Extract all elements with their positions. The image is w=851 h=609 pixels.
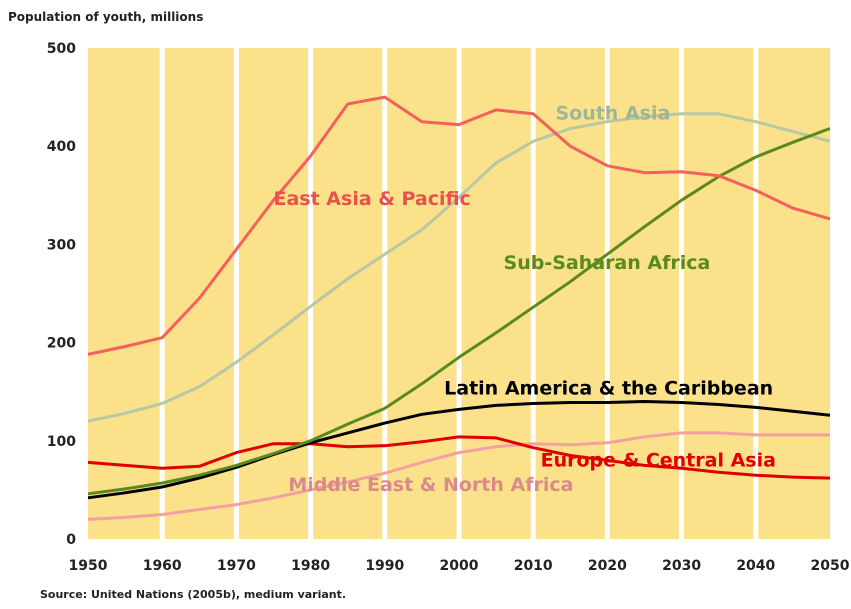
series-label: Latin America & the Caribbean [444, 378, 773, 400]
y-tick-label: 0 [66, 532, 76, 548]
y-axis-ticks: 0 100 200 300 400 500 [47, 41, 76, 548]
y-tick-label: 300 [47, 237, 76, 253]
series-line [87, 400, 831, 500]
series-label: East Asia & Pacific [274, 188, 471, 210]
series-label: Sub-Saharan Africa [504, 252, 711, 274]
series-labels: East Asia & Pacific South AsiaSub-Saharan… [274, 103, 776, 496]
series-line [87, 112, 831, 423]
grid-lines [159, 48, 759, 539]
x-tick-label: 2000 [440, 558, 479, 574]
x-tick-label: 2030 [662, 558, 701, 574]
series-label: Europe & Central Asia [541, 449, 776, 471]
y-tick-label: 100 [47, 434, 76, 450]
x-tick-label: 1970 [217, 558, 256, 574]
series-line [87, 127, 831, 496]
y-tick-label: 200 [47, 336, 76, 352]
series-line [87, 431, 830, 521]
y-axis-label: Population of youth, millions [8, 10, 204, 24]
y-tick-label: 400 [47, 139, 76, 155]
x-tick-label: 1990 [365, 558, 404, 574]
x-tick-label: 2040 [736, 558, 775, 574]
x-tick-label: 1960 [143, 558, 182, 574]
series-line [87, 435, 831, 480]
x-tick-label: 1980 [291, 558, 330, 574]
x-tick-label: 2020 [588, 558, 627, 574]
x-tick-label: 2010 [514, 558, 553, 574]
x-tick-label: 2050 [811, 558, 850, 574]
series-line [87, 95, 831, 356]
series-label: Middle East & North Africa [288, 474, 573, 496]
x-axis-ticks: 1950 1960 1970 1980 1990 2000 2010 2020 2030 2040… [69, 558, 850, 574]
y-tick-label: 500 [47, 41, 76, 57]
series-lines [87, 95, 831, 521]
source-note: Source: United Nations (2005b), medium v… [40, 588, 347, 601]
series-label: South Asia [555, 103, 670, 125]
x-tick-label: 1950 [69, 558, 108, 574]
